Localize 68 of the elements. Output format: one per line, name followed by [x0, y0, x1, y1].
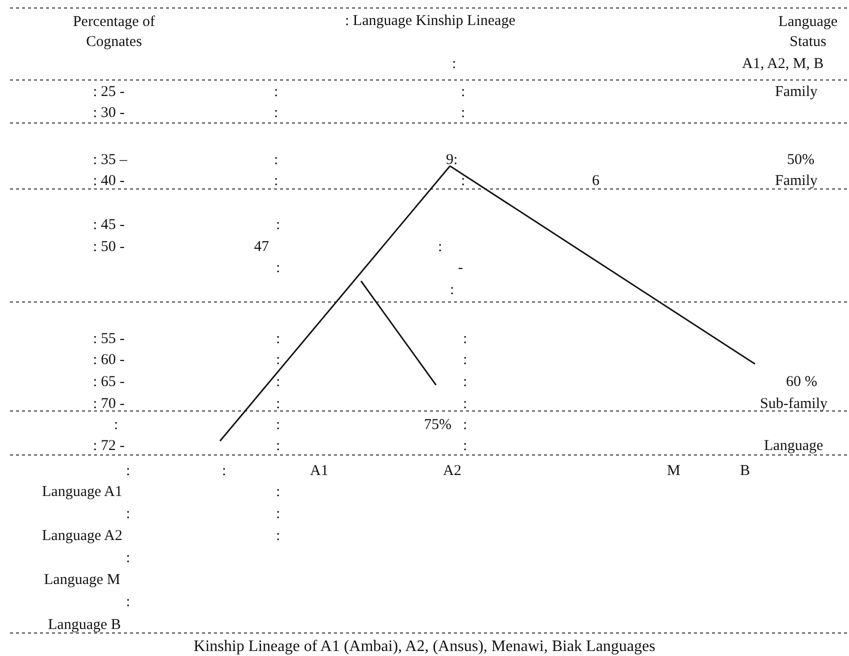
label-text: :: [274, 172, 278, 191]
label-text: : 70 -: [93, 395, 125, 414]
label-text: :: [276, 216, 280, 235]
column-heading: : Language Kinship Lineage: [345, 12, 516, 31]
label-text: :: [114, 416, 118, 435]
label-text: : 40 -: [93, 172, 125, 191]
column-heading: Language Status: [777, 13, 839, 52]
label-text: :: [126, 593, 130, 612]
label-text: 9:: [446, 151, 458, 170]
label-text: Sub-family: [760, 395, 828, 414]
label-text: : 60 -: [93, 351, 125, 370]
label-text: :: [274, 104, 278, 123]
label-text: 6: [592, 172, 600, 191]
label-text: : 35 –: [93, 151, 128, 170]
label-text: -: [458, 259, 463, 278]
label-text: Language A1: [42, 483, 122, 502]
label-text: :: [463, 416, 468, 435]
label-text: 60 %: [786, 373, 818, 392]
label-text: : 65 -: [93, 373, 125, 392]
label-text: : 45 -: [93, 216, 125, 235]
label-text: :: [463, 330, 468, 349]
label-text: :: [276, 395, 280, 414]
label-text: : 25 -: [93, 83, 125, 102]
label-text: :: [438, 238, 442, 257]
label-text: :: [276, 259, 280, 278]
label-text: : 55 -: [93, 330, 125, 349]
label-text: A1: [310, 462, 328, 481]
label-text: :: [461, 172, 466, 191]
label-text: M: [667, 462, 680, 481]
label-text: :: [276, 351, 280, 370]
label-text: :: [461, 83, 466, 102]
label-text: :: [276, 416, 280, 435]
label-text: :: [276, 437, 280, 456]
label-text: :: [276, 330, 280, 349]
label-text: :: [463, 351, 468, 370]
label-text: Language B: [48, 616, 121, 635]
label-text: : 72 -: [93, 437, 125, 456]
label-text: :: [126, 505, 130, 524]
label-text: 50%: [787, 151, 814, 170]
column-heading: Percentage of Cognates: [72, 13, 156, 52]
label-text: Language: [764, 437, 824, 456]
label-text: A1, A2, M, B: [742, 55, 824, 74]
label-text: :: [274, 151, 278, 170]
label-text: :: [222, 462, 226, 481]
label-text: :: [463, 373, 468, 392]
label-text: :: [274, 83, 278, 102]
label-text: B: [740, 462, 750, 481]
label-text: : 30 -: [93, 104, 125, 123]
label-text: A2: [443, 462, 462, 481]
label-text: :: [450, 281, 454, 300]
label-text: :: [126, 462, 130, 481]
label-text: :: [276, 527, 280, 546]
label-text: :: [126, 549, 130, 568]
label-text: Language M: [44, 571, 120, 590]
label-text: 47: [254, 238, 269, 257]
label-text: Family: [775, 172, 818, 191]
label-text: :: [276, 483, 280, 502]
label-text: :: [276, 373, 280, 392]
caption: Kinship Lineage of A1 (Ambai), A2, (Ansus), Menawi, Biak Languages: [192, 637, 656, 656]
label-text: Family: [775, 83, 818, 102]
label-text: :: [452, 55, 456, 74]
label-text: 75%: [424, 416, 452, 435]
label-text: :: [463, 437, 468, 456]
label-text: :: [463, 395, 468, 414]
label-text: :: [461, 104, 466, 123]
label-text: :: [276, 505, 280, 524]
label-text: : 50 -: [93, 238, 125, 257]
label-text: Language A2: [42, 527, 122, 546]
